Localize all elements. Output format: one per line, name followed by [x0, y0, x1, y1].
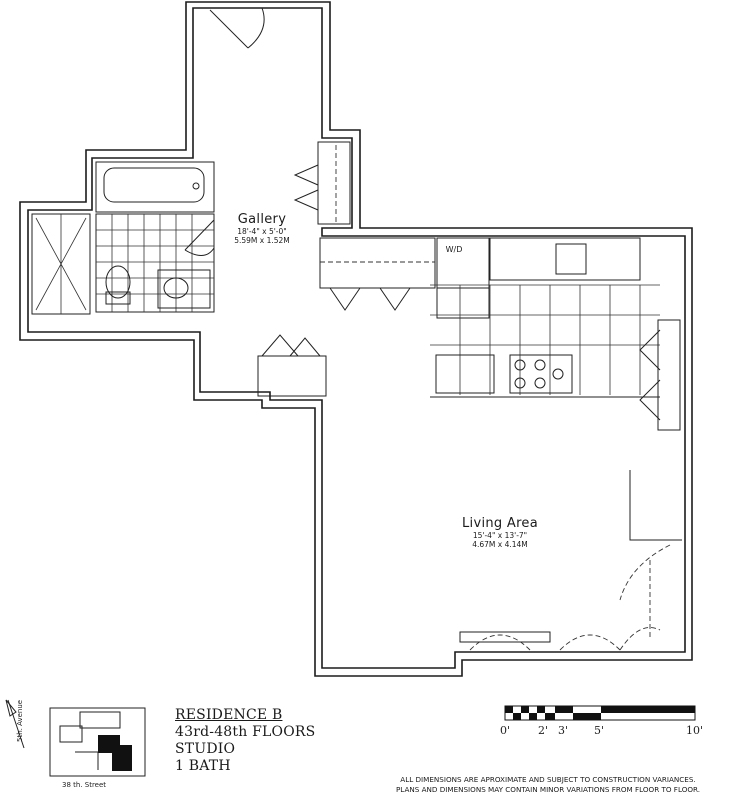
key-plan	[5, 699, 146, 777]
lower-closet	[257, 334, 327, 397]
gallery-dim-imperial: 18'-4" x 5'-0"	[237, 227, 287, 236]
gallery-closet	[293, 141, 351, 225]
floors-line: 43rd-48th FLOORS	[175, 724, 316, 740]
entry-door	[209, 7, 265, 49]
kitchen	[319, 237, 660, 398]
living-dim-metric: 4.67M x 4.14M	[472, 540, 528, 549]
title-block: RESIDENCE B 43rd-48th FLOORS STUDIO 1 BA…	[175, 707, 315, 775]
scale-bar	[504, 705, 696, 721]
scale-label-5: 5'	[594, 724, 605, 737]
key-plan-street: 38 th. Street	[62, 781, 107, 789]
scale-label-2: 2'	[538, 724, 549, 737]
washer-dryer-label: W/D	[445, 245, 463, 254]
unit-type: STUDIO	[175, 741, 236, 757]
bath-count: 1 BATH	[175, 758, 231, 774]
outer-walls	[19, 1, 693, 677]
gallery-dim-metric: 5.59M x 1.52M	[234, 236, 290, 245]
disclaimer-line-1: ALL DIMENSIONS ARE APROXIMATE AND SUBJEC…	[400, 775, 696, 784]
scale-label-3: 3'	[558, 724, 569, 737]
gallery-name: Gallery	[237, 212, 287, 227]
gallery-label: Gallery 18'-4" x 5'-0" 5.59M x 1.52M	[222, 212, 302, 245]
disclaimer: ALL DIMENSIONS ARE APROXIMATE AND SUBJEC…	[362, 775, 734, 795]
living-doors	[619, 319, 682, 640]
key-plan-avenue: 5th. Avenue	[16, 699, 24, 742]
scale-label-10: 10'	[686, 724, 704, 737]
scale-label-0: 0'	[500, 724, 511, 737]
window-doors	[459, 627, 661, 651]
disclaimer-line-2: PLANS AND DIMENSIONS MAY CONTAIN MINOR V…	[395, 785, 701, 794]
bathroom	[31, 161, 215, 315]
living-dim-imperial: 15'-4" x 13'-7"	[472, 531, 528, 540]
living-label: Living Area 15'-4" x 13'-7" 4.67M x 4.14…	[450, 516, 550, 549]
residence-title: RESIDENCE B	[175, 707, 283, 723]
living-name: Living Area	[462, 516, 538, 531]
